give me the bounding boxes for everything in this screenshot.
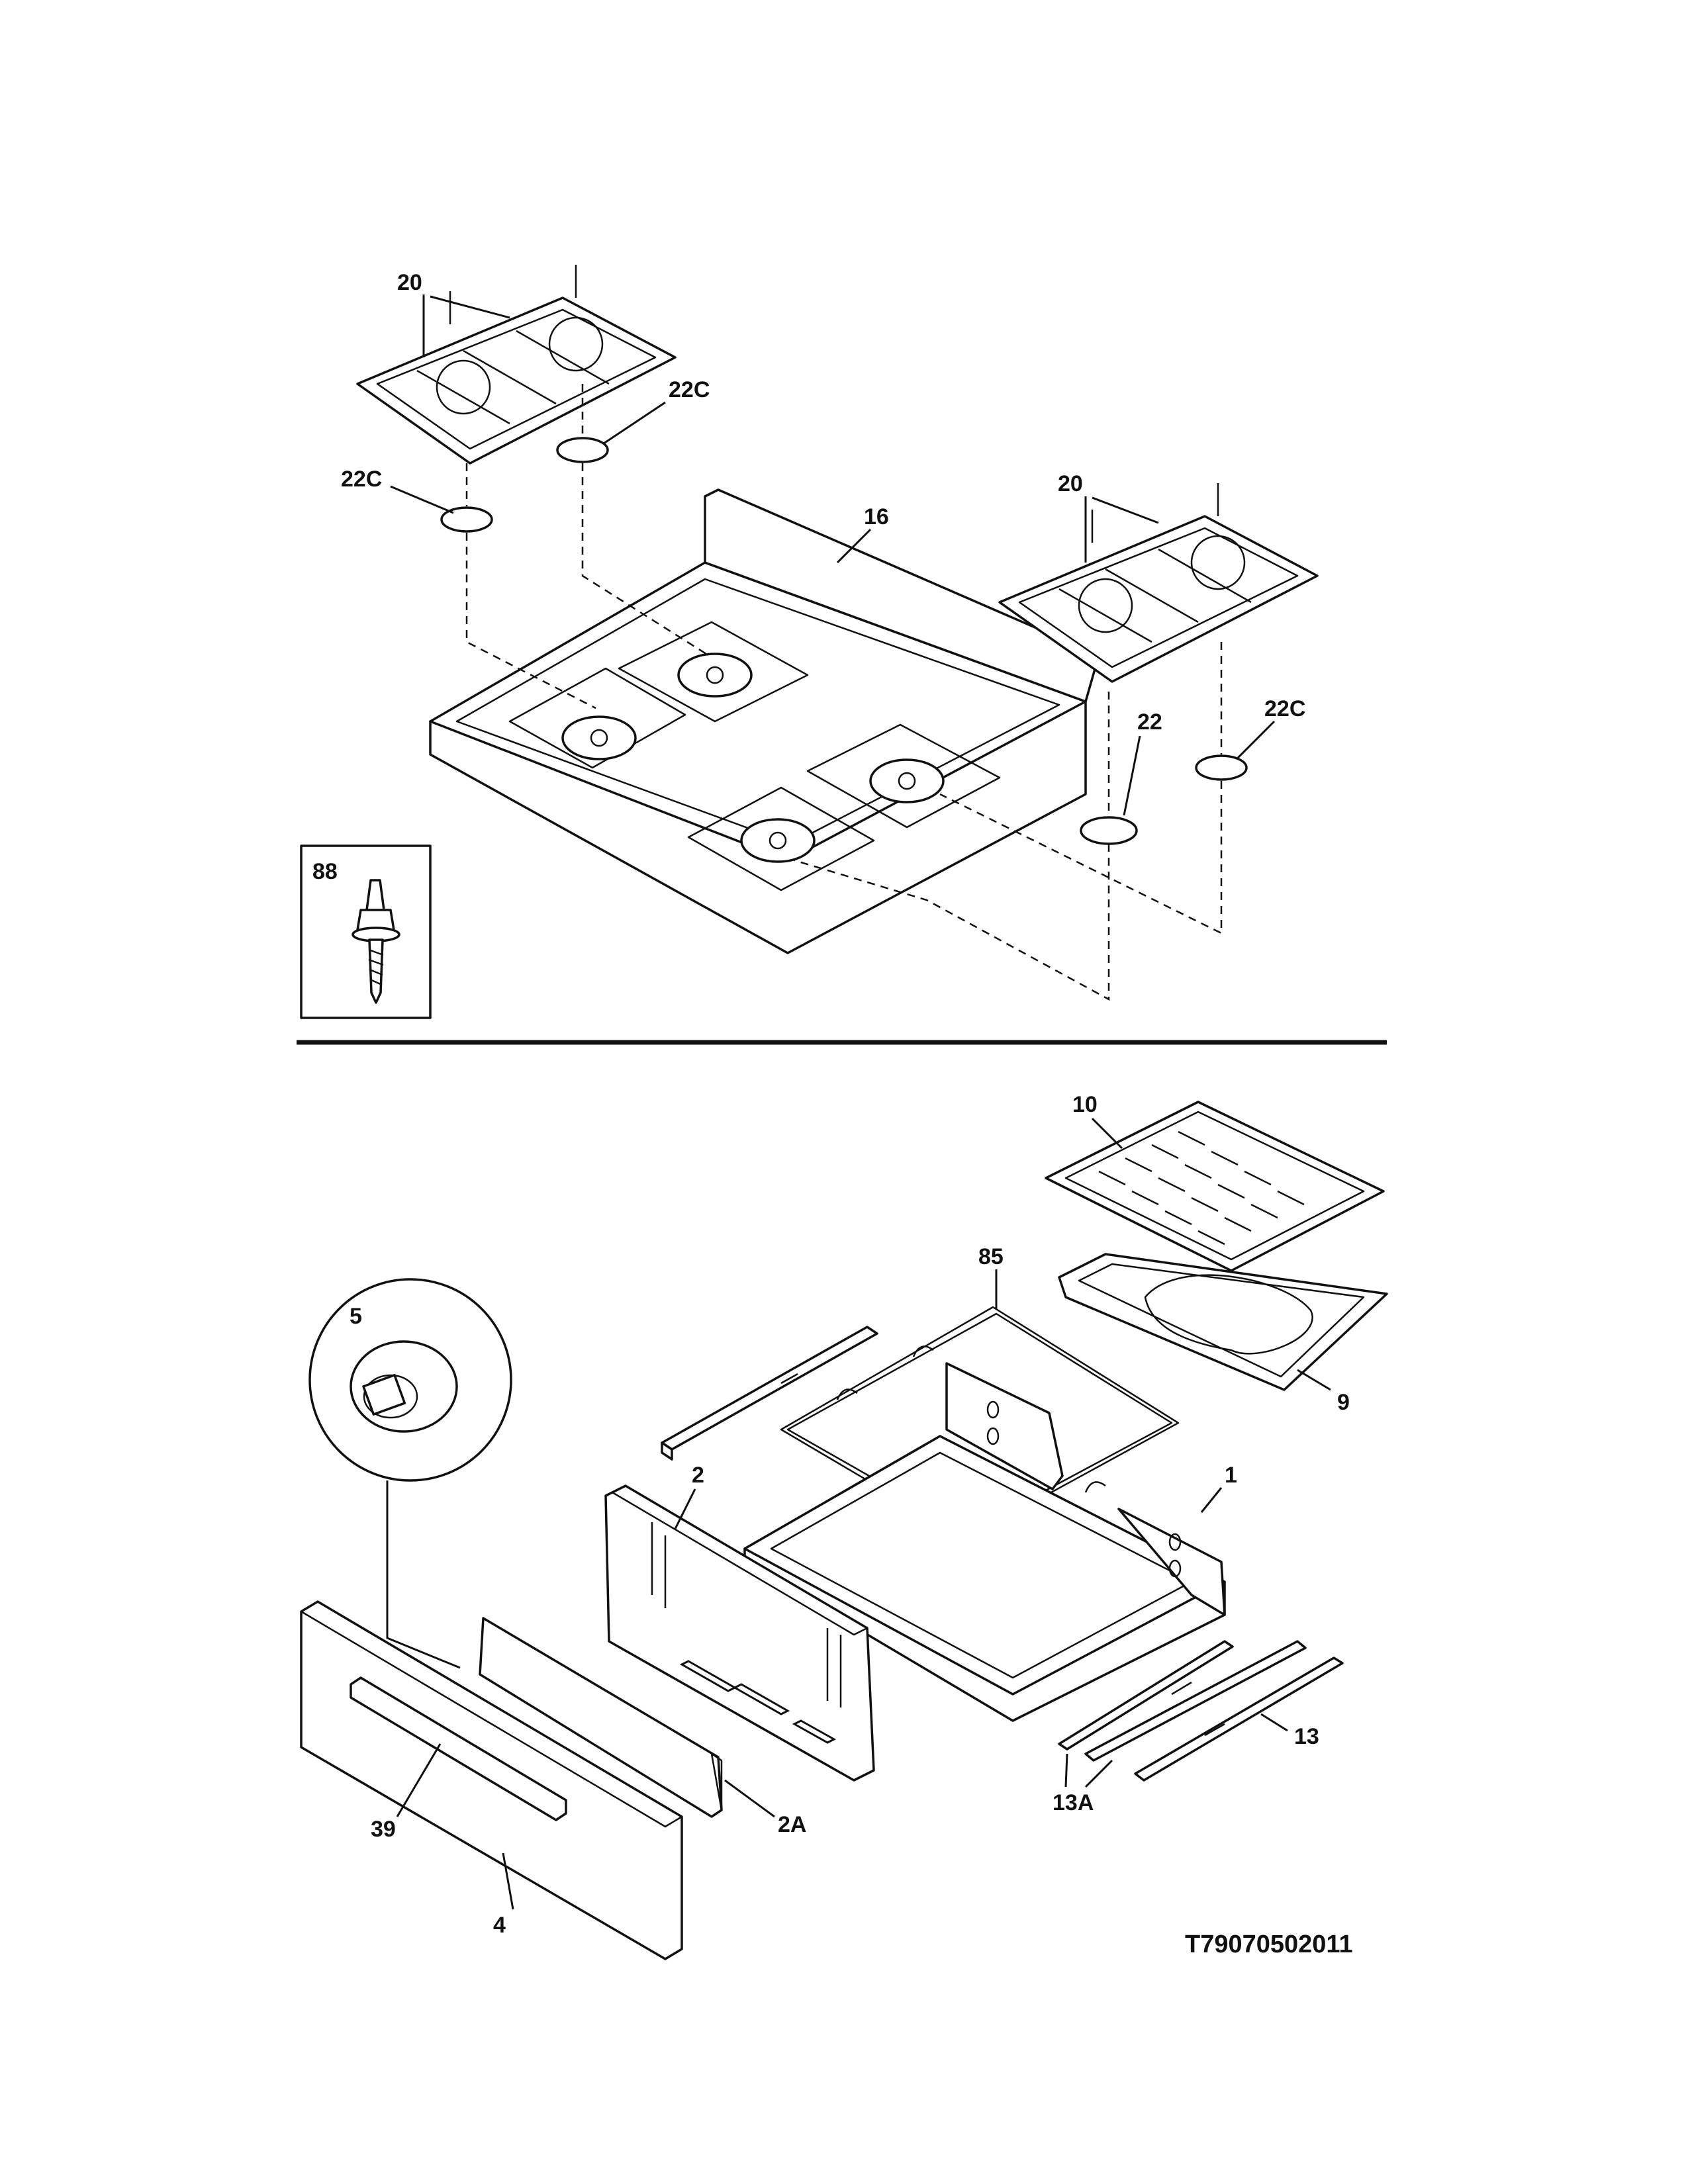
leader-16 xyxy=(836,528,872,564)
leader-20-left-b xyxy=(430,295,510,319)
callout-2: 2 xyxy=(692,1463,704,1488)
slide-rails-13a xyxy=(1058,1640,1307,1762)
callout-10: 10 xyxy=(1072,1092,1098,1117)
alignment-dashes xyxy=(465,384,1223,1001)
leader-13a-b xyxy=(1084,1759,1113,1788)
callout-22: 22 xyxy=(1137,709,1162,735)
callout-39: 39 xyxy=(371,1817,396,1842)
burner-cap-22c-left xyxy=(440,506,493,533)
callout-2a: 2A xyxy=(778,1812,806,1837)
leader-2 xyxy=(674,1488,696,1529)
callout-20-right: 20 xyxy=(1058,471,1083,496)
leader-1 xyxy=(1200,1487,1223,1513)
handle-39 xyxy=(350,1676,567,1821)
grate-left-pair xyxy=(356,265,677,465)
drawer-body-1 xyxy=(743,1362,1226,1722)
drawer-back-panel-2 xyxy=(604,1484,875,1782)
leader-20-right-b xyxy=(1092,496,1159,524)
callout-22c-upper: 22C xyxy=(669,377,710,402)
leader-22c-left xyxy=(390,485,454,514)
drawer-panel-2a xyxy=(479,1617,723,1818)
burner-cap-22c-right xyxy=(1195,754,1248,781)
callout-22c-right: 22C xyxy=(1264,696,1305,721)
burner-cap-22 xyxy=(1080,816,1138,845)
knob-inset-5 xyxy=(308,1278,512,1482)
leader-9 xyxy=(1297,1369,1331,1391)
leader-2a xyxy=(724,1779,775,1818)
callout-5: 5 xyxy=(350,1304,362,1329)
slide-rail-upper-left xyxy=(661,1326,878,1461)
callout-13a: 13A xyxy=(1053,1790,1094,1815)
leader-22 xyxy=(1123,735,1141,816)
callout-4: 4 xyxy=(493,1913,506,1938)
slide-rail-13 xyxy=(1134,1657,1344,1782)
burner-cap-22c-upper xyxy=(556,437,609,463)
callout-88: 88 xyxy=(312,859,338,884)
drawing-code: T79070502011 xyxy=(1185,1931,1353,1958)
callout-13: 13 xyxy=(1294,1724,1319,1749)
leader-10 xyxy=(1091,1117,1123,1150)
callout-9: 9 xyxy=(1337,1390,1350,1415)
leader-22c-upper xyxy=(603,401,666,445)
callout-16: 16 xyxy=(864,504,889,529)
screw-88 xyxy=(352,879,400,1004)
callout-22c-left: 22C xyxy=(341,467,382,492)
broiler-pan-9 xyxy=(1058,1253,1388,1391)
callout-1: 1 xyxy=(1225,1463,1237,1488)
leader-5 xyxy=(386,1480,461,1669)
leader-4 xyxy=(502,1852,514,1910)
broiler-grid-10 xyxy=(1045,1101,1385,1272)
grate-right-pair xyxy=(998,483,1319,683)
cooktop-main-top xyxy=(429,488,1100,954)
leader-22c-right xyxy=(1237,720,1276,759)
leader-39 xyxy=(396,1743,442,1817)
callout-20-left: 20 xyxy=(397,270,422,295)
leader-13a-a xyxy=(1064,1753,1068,1788)
callout-85: 85 xyxy=(978,1244,1004,1269)
leader-13 xyxy=(1260,1713,1288,1732)
